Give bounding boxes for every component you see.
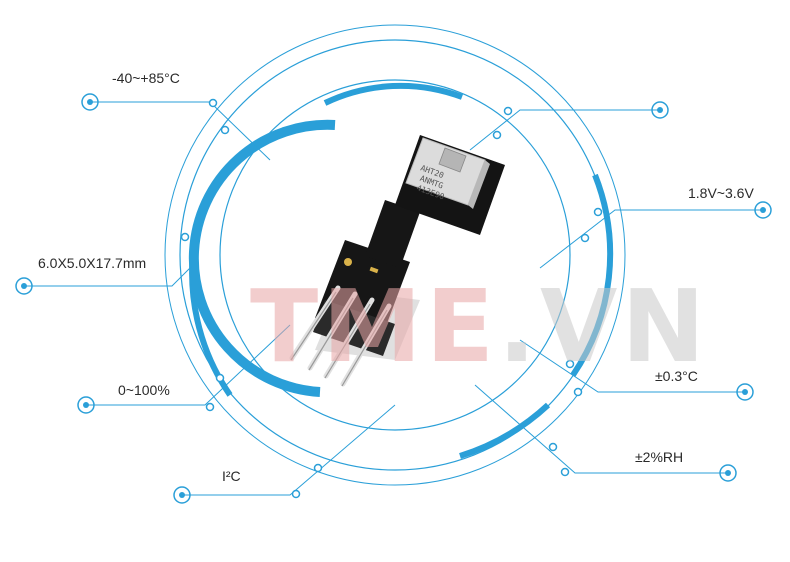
node bbox=[220, 125, 230, 135]
watermark-part1: TME bbox=[250, 268, 499, 385]
target-icon bbox=[81, 93, 99, 111]
arc-inner bbox=[188, 119, 336, 397]
sensor-opening bbox=[438, 147, 467, 173]
ring-3 bbox=[219, 79, 571, 431]
node bbox=[548, 442, 558, 452]
leader-interface bbox=[182, 404, 396, 496]
node bbox=[560, 467, 570, 477]
leader-humidity-accuracy bbox=[474, 384, 728, 474]
leader-temp-accuracy bbox=[519, 339, 745, 393]
arc-top bbox=[323, 82, 464, 106]
node bbox=[291, 489, 301, 499]
node bbox=[208, 98, 218, 108]
leader-voltage-top bbox=[469, 109, 660, 151]
node bbox=[215, 373, 225, 383]
sensor-module bbox=[289, 135, 505, 387]
target-icon bbox=[15, 277, 33, 295]
node bbox=[205, 402, 215, 412]
spec-humidity-accuracy: ±2%RH bbox=[635, 449, 684, 465]
watermark-part2: .VN bbox=[498, 268, 710, 385]
spec-voltage: 1.8V~3.6V bbox=[688, 185, 754, 201]
spec-dimensions: 6.0X5.0X17.7mm bbox=[38, 255, 147, 271]
node bbox=[180, 232, 190, 242]
spec-temp-range: -40~+85°C bbox=[112, 70, 180, 86]
arc-bottom-right bbox=[459, 402, 551, 459]
spec-humidity-range: 0~100% bbox=[118, 382, 170, 398]
target-icon bbox=[77, 396, 95, 414]
target-icon bbox=[173, 486, 191, 504]
pcb-neck bbox=[365, 200, 420, 268]
leader-dimensions bbox=[24, 265, 193, 287]
spec-interface: I²C bbox=[222, 468, 241, 484]
target-icon bbox=[651, 101, 669, 119]
node bbox=[313, 463, 323, 473]
target-icon bbox=[754, 201, 772, 219]
node bbox=[492, 130, 502, 140]
arc-right bbox=[570, 173, 614, 377]
leader-voltage bbox=[539, 209, 763, 269]
spec-temp-accuracy: ±0.3°C bbox=[655, 368, 698, 384]
watermark: TME.VN bbox=[250, 268, 709, 385]
node bbox=[573, 387, 583, 397]
node bbox=[593, 207, 603, 217]
node bbox=[565, 359, 575, 369]
target-icon bbox=[719, 464, 737, 482]
node bbox=[580, 233, 590, 243]
solder-pad bbox=[369, 266, 379, 274]
leader-humidity-range bbox=[86, 324, 291, 406]
solder-pad bbox=[344, 258, 352, 266]
node bbox=[503, 106, 513, 116]
outer-ring bbox=[164, 24, 626, 486]
target-icons bbox=[15, 93, 772, 504]
target-icon bbox=[736, 383, 754, 401]
